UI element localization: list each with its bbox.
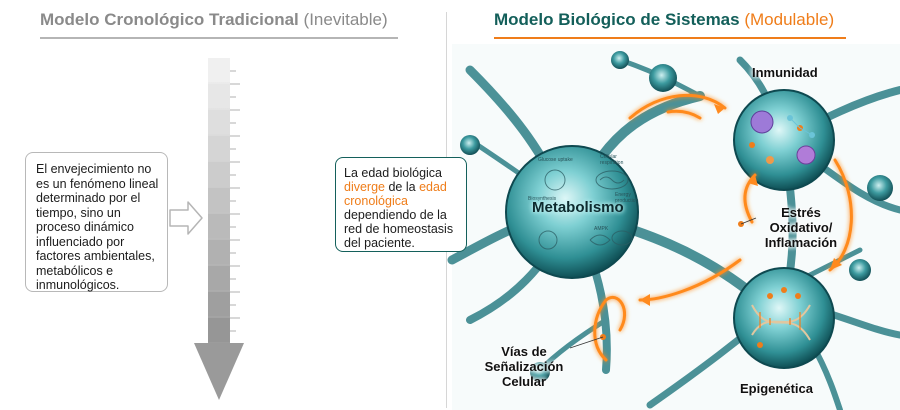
node-label-metabolismo: Metabolismo: [532, 199, 624, 216]
cell-network-icon: [447, 44, 900, 410]
ruler-segment: [208, 214, 230, 238]
ruler-segment: [208, 240, 230, 264]
callout-highlight-edad: edad cronológica: [344, 180, 447, 208]
micro-label-ampk: AMPK: [594, 226, 609, 232]
right-callout-box: La edad biológica diverge de la edad cro…: [335, 157, 467, 252]
node-label-estres: Estrés Oxidativo/ Inflamación: [764, 205, 838, 250]
ruler-segment: [208, 110, 230, 134]
right-title-sub: (Modulable): [744, 10, 835, 29]
right-panel-title: Modelo Biológico de Sistemas (Modulable): [494, 10, 834, 30]
outline-arrow-right-icon: [169, 201, 203, 235]
left-title-underline: [40, 37, 398, 39]
ruler-segment: [208, 58, 230, 82]
down-arrow-icon: [194, 343, 244, 400]
left-description-box: El envejecimiento no es un fenómeno line…: [25, 152, 168, 292]
ruler-segment: [208, 162, 230, 186]
node-label-vias: Vías de Señalización Celular: [484, 344, 564, 389]
callout-text-3: dependiendo de la red de homeostasis del…: [344, 208, 454, 250]
ruler-segment: [208, 136, 230, 160]
ruler-segment: [208, 266, 230, 290]
left-title-main: Modelo Cronológico Tradicional: [40, 10, 299, 29]
micro-label-glucose: Glucose uptake: [538, 157, 573, 163]
left-panel-title: Modelo Cronológico Tradicional (Inevitab…: [40, 10, 388, 30]
ruler-segment: [208, 188, 230, 212]
ruler-segment: [208, 292, 230, 316]
micro-label-cellular: Cellular respiration: [600, 154, 624, 166]
right-title-main: Modelo Biológico de Sistemas: [494, 10, 740, 29]
pathway-arrowheads: [640, 104, 842, 306]
left-title-sub: (Inevitable): [303, 10, 388, 29]
right-title-underline: [494, 37, 846, 39]
ruler-segment: [208, 84, 230, 108]
vias-connector-line: [569, 336, 604, 349]
timeline-ruler-icon: [194, 58, 244, 400]
ruler-segment: [208, 318, 230, 342]
node-label-inmunidad: Inmunidad: [752, 65, 818, 80]
callout-text-2: de la: [385, 180, 420, 194]
micro-label-energy: Energy production: [615, 192, 639, 204]
callout-text-1: La edad biológica: [344, 166, 442, 180]
micro-label-biosynthesis: Biosynthesis: [528, 196, 557, 202]
estres-connector-line: [740, 217, 757, 225]
node-label-epigenetica: Epigenética: [740, 381, 813, 396]
callout-highlight-diverge: diverge: [344, 180, 385, 194]
